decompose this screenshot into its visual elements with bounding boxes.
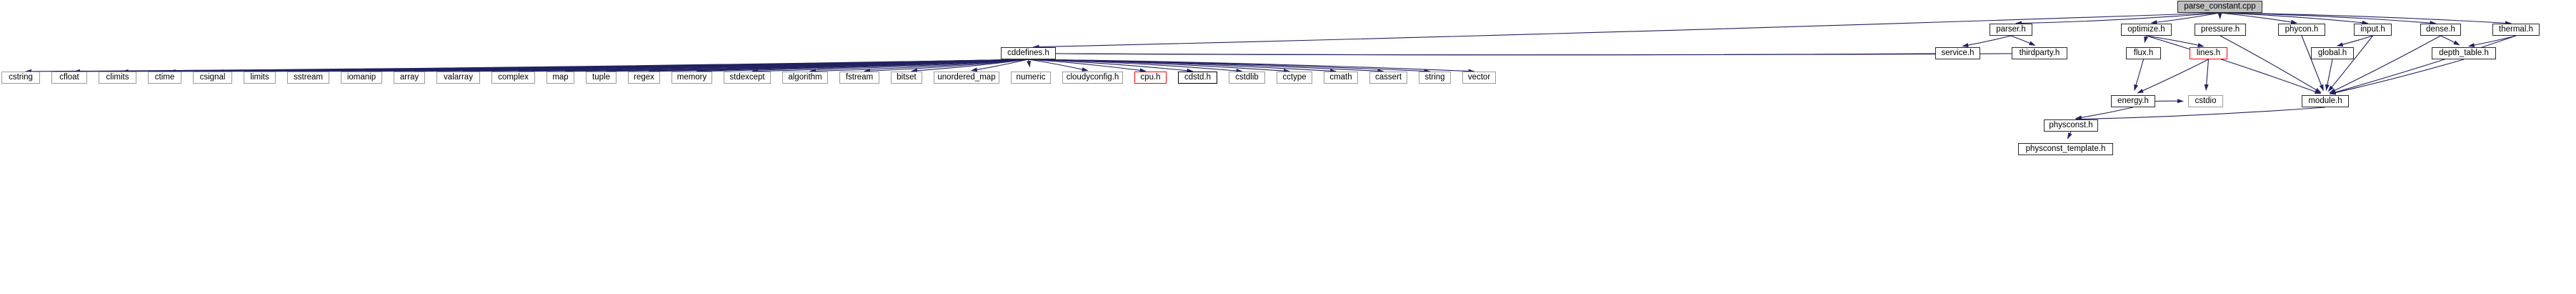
- graph-node-physconst-template-h[interactable]: physconst_template.h: [2018, 143, 2113, 155]
- graph-node-pressure-h[interactable]: pressure.h: [2195, 24, 2246, 36]
- graph-node-climits[interactable]: climits: [99, 72, 136, 84]
- graph-node-cstring[interactable]: cstring: [1, 72, 40, 84]
- graph-node-map[interactable]: map: [546, 72, 574, 84]
- graph-node-cdstd-h[interactable]: cdstd.h: [1178, 72, 1217, 84]
- graph-node-phycon-h[interactable]: phycon.h: [2278, 24, 2325, 36]
- graph-node-ctime[interactable]: ctime: [148, 72, 181, 84]
- graph-node-flux-h[interactable]: flux.h: [2126, 47, 2161, 59]
- graph-node-physconst-h[interactable]: physconst.h: [2044, 119, 2098, 132]
- graph-edge-depth-table-h-to-module-h: [2329, 59, 2465, 95]
- graph-edge-cddefines-h-to-algorithm: [809, 59, 1029, 74]
- graph-node-cstdio[interactable]: cstdio: [2188, 95, 2223, 107]
- graph-edge-cddefines-h-to-memory: [696, 59, 1029, 74]
- graph-node-numeric[interactable]: numeric: [1011, 72, 1051, 84]
- graph-edge-parse-constant-cpp-to-optimize-h: [2150, 12, 2220, 25]
- graph-edge-cddefines-h-to-bitset: [910, 59, 1029, 73]
- graph-edge-cddefines-h-to-stdexcept: [751, 59, 1029, 74]
- graph-edge-input-h-to-global-h: [2336, 35, 2373, 47]
- graph-node-thermal-h[interactable]: thermal.h: [2492, 24, 2540, 36]
- graph-edge-parse-constant-cpp-to-parser-h: [2015, 12, 2220, 26]
- graph-node-optimize-h[interactable]: optimize.h: [2121, 24, 2172, 36]
- graph-node-module-h[interactable]: module.h: [2302, 95, 2349, 107]
- graph-node-cloudyconfig-h[interactable]: cloudyconfig.h: [1062, 72, 1123, 84]
- graph-node-vector[interactable]: vector: [1462, 72, 1496, 84]
- graph-node-parser-h[interactable]: parser.h: [1990, 24, 2032, 36]
- graph-node-valarray[interactable]: valarray: [436, 72, 480, 84]
- graph-node-global-h[interactable]: global.h: [2311, 47, 2354, 59]
- graph-edge-module-h-to-physconst-h: [2075, 107, 2326, 122]
- graph-node-limits[interactable]: limits: [244, 72, 276, 84]
- graph-edge-thermal-h-to-module-h: [2329, 35, 2517, 94]
- graph-node-fstream[interactable]: fstream: [839, 72, 879, 84]
- graph-edge-energy-h-to-physconst-h: [2075, 107, 2134, 120]
- graph-edge-parse-constant-cpp-to-thermal-h: [2220, 12, 2512, 26]
- graph-node-string[interactable]: string: [1419, 72, 1451, 84]
- graph-node-depth-table-h[interactable]: depth_table.h: [2432, 47, 2496, 59]
- graph-edge-parser-h-to-service-h: [1962, 35, 2012, 48]
- graph-edge-physconst-h-to-physconst-template-h: [2067, 131, 2072, 139]
- graph-node-parse-constant-cpp[interactable]: parse_constant.cpp: [2177, 1, 2262, 13]
- graph-node-algorithm[interactable]: algorithm: [782, 72, 828, 84]
- graph-edge-lines-h-to-cstdio: [2204, 59, 2210, 92]
- graph-edge-parse-constant-cpp-to-input-h: [2220, 12, 2369, 25]
- graph-edge-cddefines-h-to-vector: [1028, 59, 1475, 74]
- graph-node-cddefines-h[interactable]: cddefines.h: [1001, 47, 1056, 59]
- graph-edge-parser-h-to-thirdparty-h: [2010, 35, 2036, 46]
- graph-edge-lines-h-to-energy-h: [2137, 59, 2209, 94]
- graph-node-input-h[interactable]: input.h: [2354, 24, 2392, 36]
- graph-edge-cddefines-h-to-unordered-map: [970, 59, 1029, 72]
- graph-node-unordered-map[interactable]: unordered_map: [934, 72, 999, 84]
- graph-edge-optimize-h-to-flux-h: [2144, 35, 2149, 44]
- graph-node-bitset[interactable]: bitset: [891, 72, 922, 84]
- graph-node-cmath[interactable]: cmath: [1324, 72, 1358, 84]
- graph-node-cstdlib[interactable]: cstdlib: [1229, 72, 1265, 84]
- graph-node-stdexcept[interactable]: stdexcept: [724, 72, 771, 84]
- graph-node-cfloat[interactable]: cfloat: [51, 72, 87, 84]
- graph-node-service-h[interactable]: service.h: [1935, 47, 1980, 59]
- graph-node-array[interactable]: array: [394, 72, 425, 84]
- graph-edge-parse-constant-cpp-to-cddefines-h: [1032, 12, 2220, 49]
- graph-node-thirdparty-h[interactable]: thirdparty.h: [2012, 47, 2067, 59]
- graph-node-sstream[interactable]: sstream: [287, 72, 329, 84]
- graph-edge-global-h-to-module-h: [2325, 59, 2333, 92]
- graph-edge-pressure-h-to-module-h: [2220, 35, 2322, 94]
- graph-node-regex[interactable]: regex: [628, 72, 660, 84]
- graph-edge-flux-h-to-energy-h: [2134, 59, 2145, 92]
- graph-node-tuple[interactable]: tuple: [586, 72, 616, 84]
- graph-edge-optimize-h-to-lines-h: [2146, 35, 2205, 47]
- graph-node-dense-h[interactable]: dense.h: [2420, 24, 2461, 36]
- graph-edge-thermal-h-to-depth-table-h: [2467, 35, 2517, 47]
- graph-edge-phycon-h-to-module-h: [2301, 35, 2324, 92]
- graph-edge-dense-h-to-module-h: [2329, 35, 2441, 94]
- graph-edge-dense-h-to-depth-table-h: [2440, 35, 2460, 46]
- graph-edge-parse-constant-cpp-to-phycon-h: [2220, 12, 2298, 24]
- graph-edge-thirdparty-h-to-cddefines-h: [1005, 51, 2068, 56]
- graph-node-energy-h[interactable]: energy.h: [2111, 95, 2155, 107]
- graph-node-csignal[interactable]: csignal: [193, 72, 232, 84]
- graph-node-cassert[interactable]: cassert: [1369, 72, 1407, 84]
- graph-edge-cddefines-h-to-cloudyconfig-h: [1028, 59, 1089, 72]
- graph-node-cpu-h[interactable]: cpu.h: [1134, 72, 1167, 84]
- graph-node-complex[interactable]: complex: [491, 72, 535, 84]
- graph-edge-cddefines-h-to-fstream: [863, 59, 1029, 74]
- graph-node-cctype[interactable]: cctype: [1277, 72, 1312, 84]
- graph-edge-input-h-to-module-h: [2327, 35, 2373, 92]
- graph-edge-cddefines-h-to-numeric: [1027, 59, 1031, 68]
- graph-edge-optimize-h-to-module-h: [2146, 35, 2322, 94]
- graph-node-memory[interactable]: memory: [672, 72, 712, 84]
- graph-node-lines-h[interactable]: lines.h: [2190, 47, 2227, 59]
- graph-node-iomanip[interactable]: iomanip: [341, 72, 382, 84]
